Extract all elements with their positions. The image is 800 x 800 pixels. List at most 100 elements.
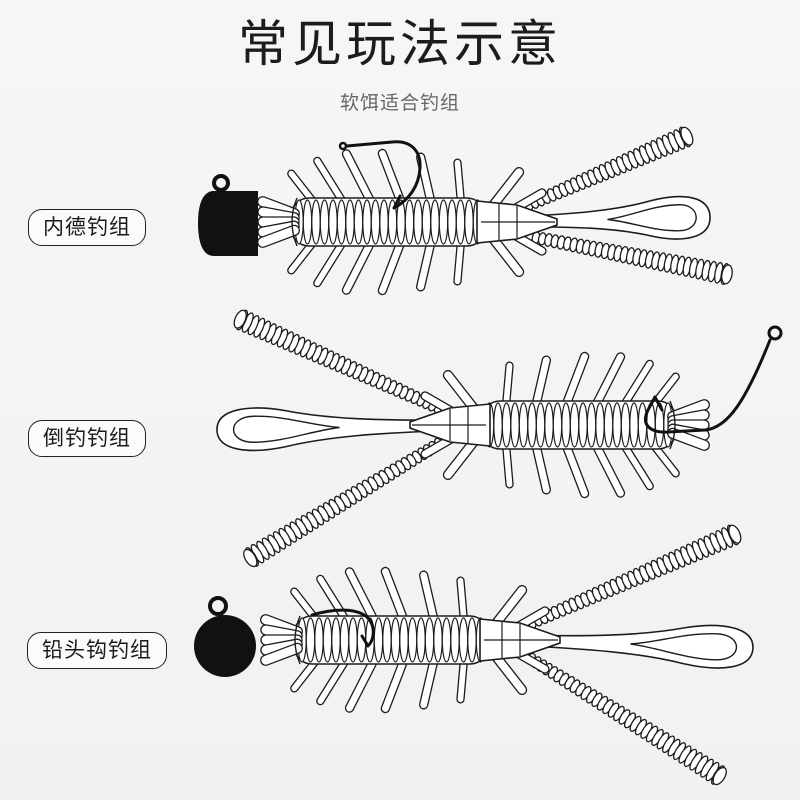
fan-cup — [291, 197, 298, 247]
body-rib — [535, 402, 546, 448]
body-rib — [450, 617, 460, 663]
leg — [456, 658, 468, 704]
body-rib — [464, 199, 474, 245]
body-rib — [433, 617, 443, 663]
leg — [341, 240, 374, 295]
fan-petal — [260, 642, 303, 666]
body-rib — [458, 617, 469, 663]
body-rib — [328, 199, 338, 245]
thorax-lines — [481, 203, 555, 241]
leg — [341, 149, 374, 204]
body-rib — [501, 402, 512, 448]
body — [290, 197, 486, 247]
leg — [621, 359, 654, 407]
ribbed-tail — [233, 309, 455, 419]
body-rib — [620, 402, 631, 448]
leg — [593, 352, 626, 407]
tail-tip — [243, 548, 258, 568]
body-rib — [416, 617, 426, 663]
body-rib — [441, 617, 452, 663]
fan-petal — [257, 224, 300, 248]
loop-tail — [216, 407, 463, 452]
body-rib — [314, 617, 324, 663]
ribbed-tail — [515, 524, 742, 634]
body-rib — [331, 617, 341, 663]
tail-tip — [680, 126, 694, 146]
body-rib — [493, 402, 503, 448]
page-title: 常见玩法示意 — [238, 15, 562, 73]
leg — [593, 443, 626, 498]
body-rib — [373, 617, 384, 663]
body-rib — [447, 199, 457, 245]
leg — [380, 659, 408, 714]
body-rib — [319, 199, 330, 245]
jig-eyelet — [212, 174, 230, 192]
body-rib — [467, 617, 477, 663]
bait-ned-rig — [257, 126, 733, 296]
fan-cup — [294, 615, 301, 665]
thorax-lines — [412, 406, 486, 444]
leg — [453, 240, 465, 286]
leg — [456, 576, 468, 622]
body-rib — [421, 199, 432, 245]
body-rib — [518, 402, 529, 448]
tail-tip — [728, 524, 742, 544]
leg — [316, 574, 349, 622]
body-rib — [569, 402, 580, 448]
leg — [416, 241, 435, 292]
hook-eye — [767, 325, 783, 341]
leg — [316, 658, 349, 706]
fan-cup — [669, 400, 676, 450]
leg — [562, 351, 590, 406]
leg — [502, 361, 514, 407]
body-rib — [612, 402, 622, 448]
leg — [344, 658, 377, 713]
body — [481, 400, 677, 450]
rig-label-jig-head: 铅头钩钓组 — [27, 632, 167, 669]
body-rib — [311, 199, 321, 245]
body-rib — [322, 617, 333, 663]
body-rib — [544, 402, 554, 448]
hook-drop-shot — [644, 338, 772, 434]
body-rib — [629, 402, 639, 448]
body-rib — [362, 199, 372, 245]
leg — [313, 156, 346, 204]
leg — [562, 444, 590, 499]
body-rib — [382, 617, 392, 663]
thorax — [479, 618, 561, 662]
body-rib — [510, 402, 520, 448]
leg — [532, 355, 551, 406]
body-rib — [595, 402, 605, 448]
body-rib — [438, 199, 449, 245]
ribbed-tail — [512, 227, 733, 285]
leg — [313, 240, 346, 288]
thorax — [409, 403, 491, 447]
leg — [453, 158, 465, 204]
rig-label-drop-shot: 倒钓钓组 — [28, 420, 146, 457]
body-rib — [424, 617, 435, 663]
loop-hole — [233, 415, 340, 443]
loop-tail — [507, 624, 754, 669]
body-rib — [399, 617, 409, 663]
leg — [380, 566, 408, 621]
body-rib — [339, 617, 350, 663]
body-rib — [455, 199, 466, 245]
leg — [419, 570, 438, 621]
jig-weight — [194, 615, 256, 677]
hook-jig-head — [310, 608, 375, 648]
loop-tail — [504, 195, 711, 240]
loop-hole — [630, 633, 737, 661]
body-rib — [586, 402, 597, 448]
thorax — [476, 200, 558, 244]
body-rib — [404, 199, 415, 245]
body-rib — [345, 199, 355, 245]
leg — [377, 241, 405, 296]
head-fan — [667, 399, 710, 451]
body-rib — [578, 402, 588, 448]
body-rib — [305, 617, 316, 663]
leg — [419, 659, 438, 710]
body-rib — [430, 199, 440, 245]
head-fan — [257, 196, 300, 248]
